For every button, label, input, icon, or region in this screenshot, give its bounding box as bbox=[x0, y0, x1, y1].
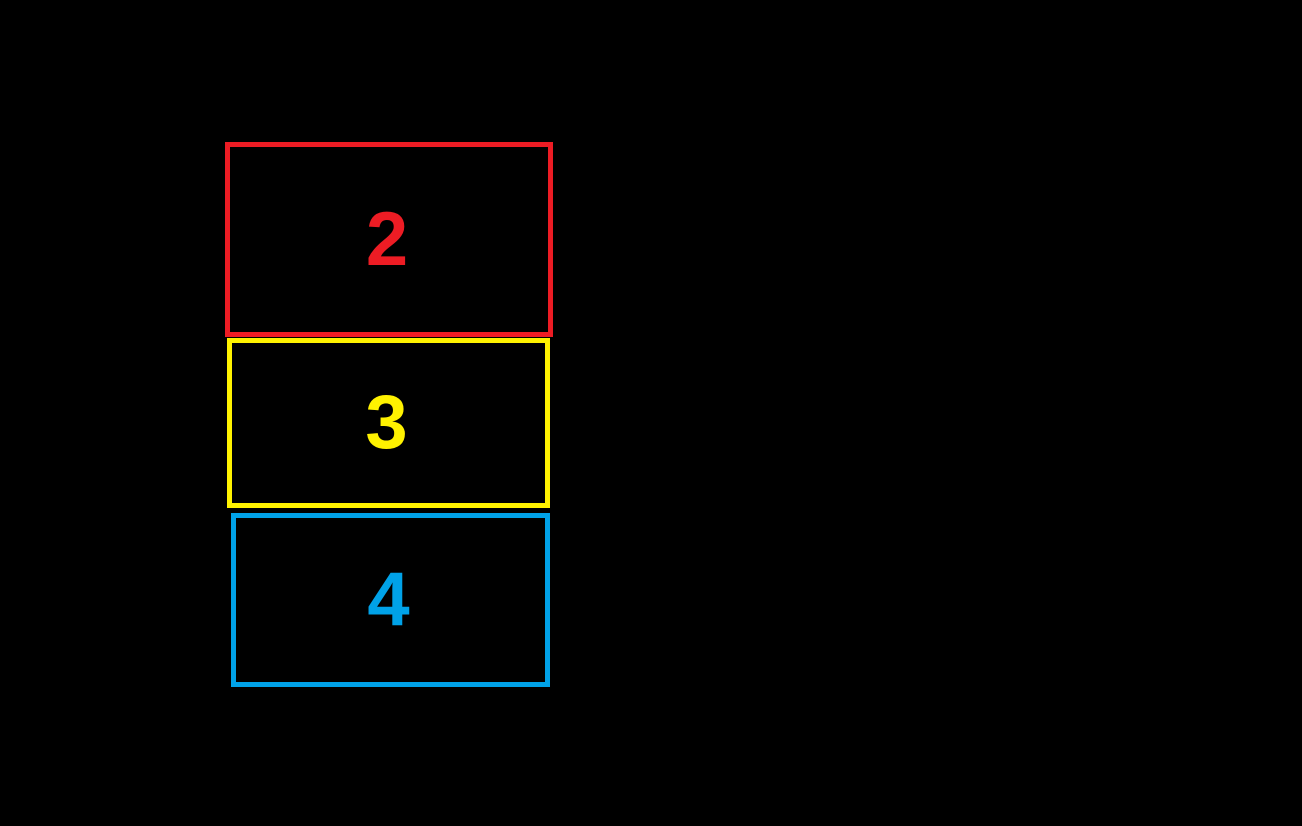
red-box-label: 2 bbox=[365, 196, 409, 282]
blue-box: 4 bbox=[231, 513, 550, 687]
blue-box-label: 4 bbox=[367, 557, 410, 642]
red-box: 2 bbox=[225, 142, 553, 337]
yellow-box: 3 bbox=[227, 338, 550, 508]
yellow-box-label: 3 bbox=[365, 380, 408, 465]
